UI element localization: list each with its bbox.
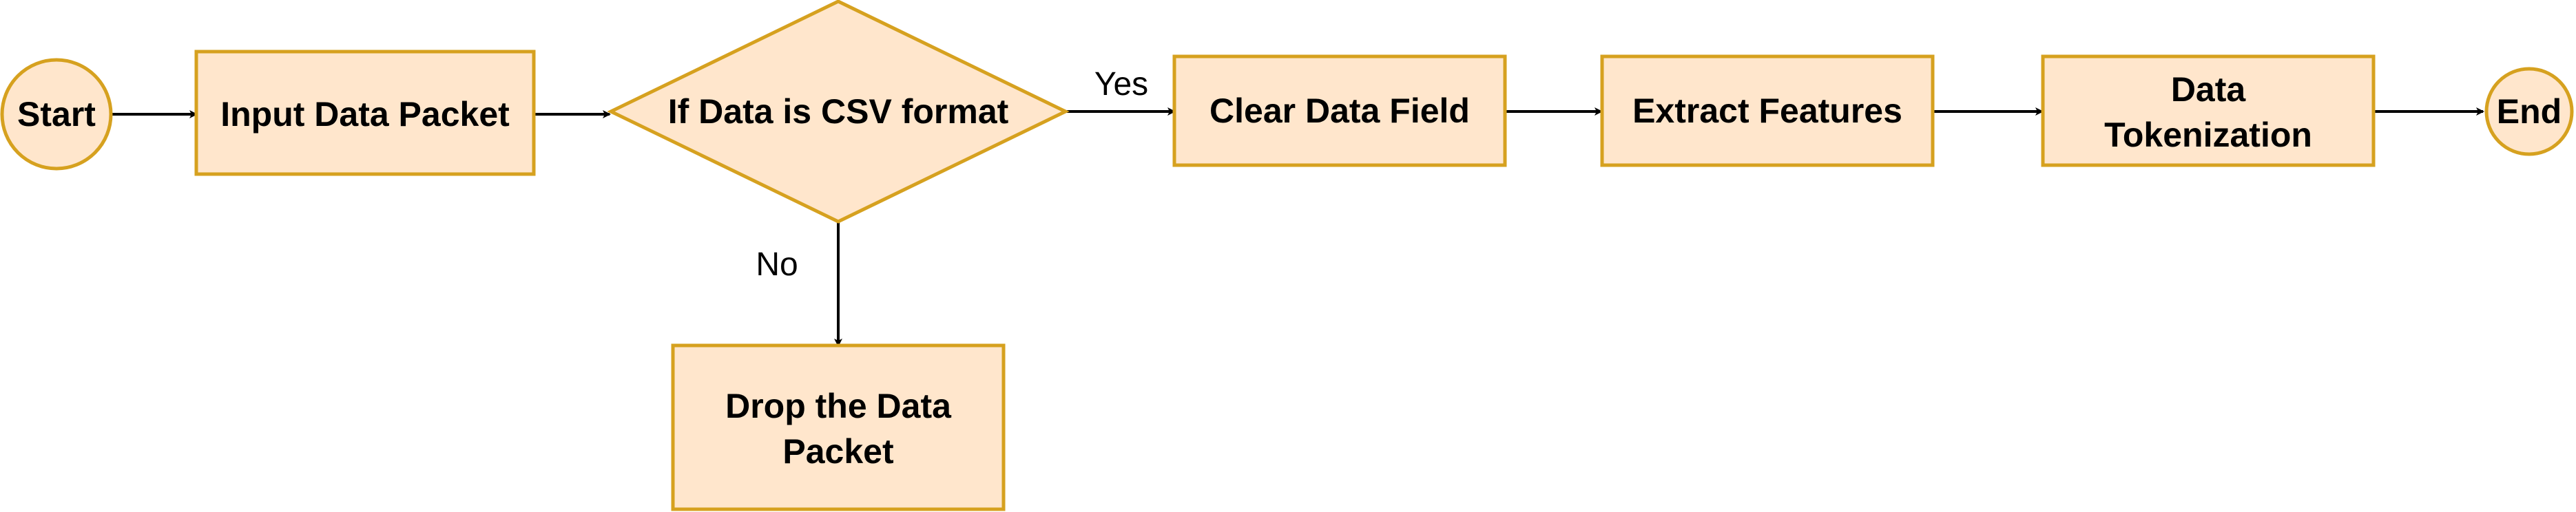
end-node: End [2484,67,2574,156]
clear-data-field-label: Clear Data Field [1209,92,1470,130]
input-data-packet-label: Input Data Packet [220,95,510,134]
edges [112,107,2484,347]
clear-data-field-box [1172,54,1507,167]
start-node: Start [0,58,113,171]
extract-features-box [1600,54,1935,167]
drop-data-packet-box [671,343,1006,511]
csv-decision-diamond [607,0,1070,224]
end-label: End [2497,92,2562,131]
extract-features-label: Extract Features [1632,92,1902,130]
csv-decision-node: If Data is CSV format [607,0,1070,224]
input-data-packet-node: Input Data Packet [194,50,536,176]
data-tokenization-label-line1: Data [2171,70,2247,109]
data-tokenization-box [2041,54,2376,167]
end-circle [2484,67,2574,156]
start-circle [0,58,113,171]
drop-data-packet-node: Drop the Data Packet [671,343,1006,511]
data-tokenization-node: Data Tokenization [2041,54,2376,167]
clear-data-field-node: Clear Data Field [1172,54,1507,167]
start-label: Start [17,95,96,134]
drop-data-packet-label-line2: Packet [782,432,894,471]
no-label: No [756,246,798,283]
drop-data-packet-label-line1: Drop the Data [725,387,952,425]
data-tokenization-label-line2: Tokenization [2104,116,2312,154]
csv-decision-label: If Data is CSV format [668,92,1009,131]
input-data-packet-box [194,50,536,176]
extract-features-node: Extract Features [1600,54,1935,167]
yes-label: Yes [1094,66,1148,103]
